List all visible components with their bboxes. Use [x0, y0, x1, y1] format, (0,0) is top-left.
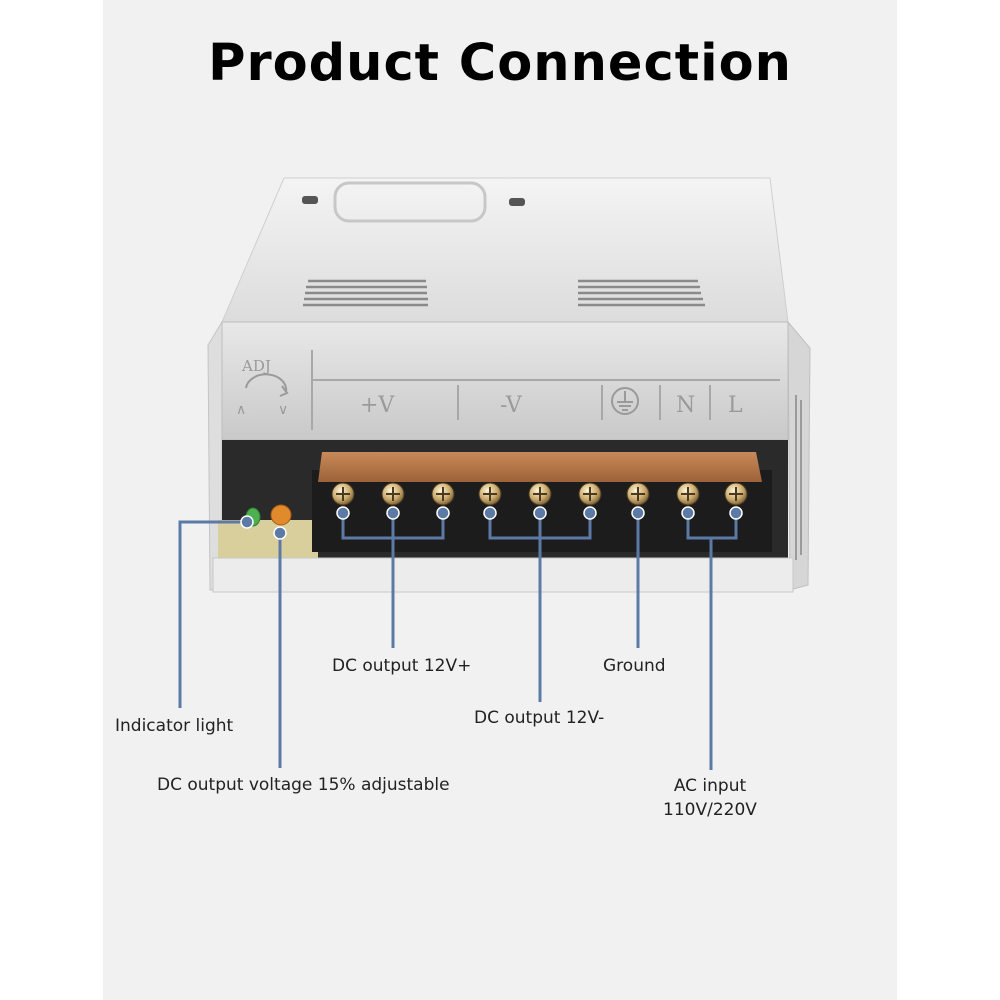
terminal-screw-icon — [676, 482, 700, 506]
terminal-screw-icon — [431, 482, 455, 506]
marking-minus-arrow: ∧ — [236, 402, 246, 418]
callout-dot — [631, 506, 645, 520]
label-indicator-light: Indicator light — [115, 716, 234, 736]
callout-dot — [729, 506, 743, 520]
terminal-cover — [318, 452, 762, 482]
terminal-screw-icon — [528, 482, 552, 506]
adjust-arrow-icon — [245, 373, 289, 397]
terminal-screw-icon — [331, 482, 355, 506]
callout-dot — [533, 506, 547, 520]
terminal-screw-icon — [381, 482, 405, 506]
adj-marking: ADJ — [241, 357, 271, 375]
terminal-screw-icon — [478, 482, 502, 506]
potentiometer-icon — [270, 504, 292, 526]
page-title: Product Connection — [208, 34, 792, 93]
terminal-screw-icon — [626, 482, 650, 506]
marking-n: N — [676, 393, 695, 418]
marking-plus-arrow: ∨ — [278, 402, 288, 418]
callout-dot — [240, 515, 254, 529]
label-ac-input-line2: 110V/220V — [663, 800, 757, 820]
casing-right-side — [787, 320, 811, 591]
callout-dot — [386, 506, 400, 520]
marking-negative-v: -V — [500, 393, 523, 418]
callout-dot — [273, 526, 287, 540]
label-ac-input: AC input 110V/220V — [640, 776, 780, 820]
callout-dot — [483, 506, 497, 520]
terminal-screw-icon — [578, 482, 602, 506]
callout-dot — [436, 506, 450, 520]
callout-dots — [240, 506, 743, 540]
terminal-screws — [331, 482, 748, 506]
label-dc-output-negative: DC output 12V- — [474, 708, 605, 728]
callout-dot — [681, 506, 695, 520]
label-ac-input-line1: AC input — [673, 776, 747, 796]
marking-l: L — [728, 393, 743, 418]
pcb-board — [218, 520, 318, 558]
label-ground: Ground — [603, 656, 666, 676]
callout-dot — [336, 506, 350, 520]
vent-slots-right — [578, 279, 705, 307]
ground-symbol-icon — [611, 387, 639, 415]
terminal-screw-icon — [724, 482, 748, 506]
casing-top — [221, 177, 789, 323]
marking-positive-v: +V — [360, 393, 395, 418]
label-voltage-adjustable: DC output voltage 15% adjustable — [157, 775, 450, 795]
label-dc-output-positive: DC output 12V+ — [332, 656, 472, 676]
callout-dot — [583, 506, 597, 520]
casing-bottom-lip — [212, 557, 794, 593]
vent-slots-left — [303, 279, 428, 307]
callout-lines — [178, 513, 738, 770]
